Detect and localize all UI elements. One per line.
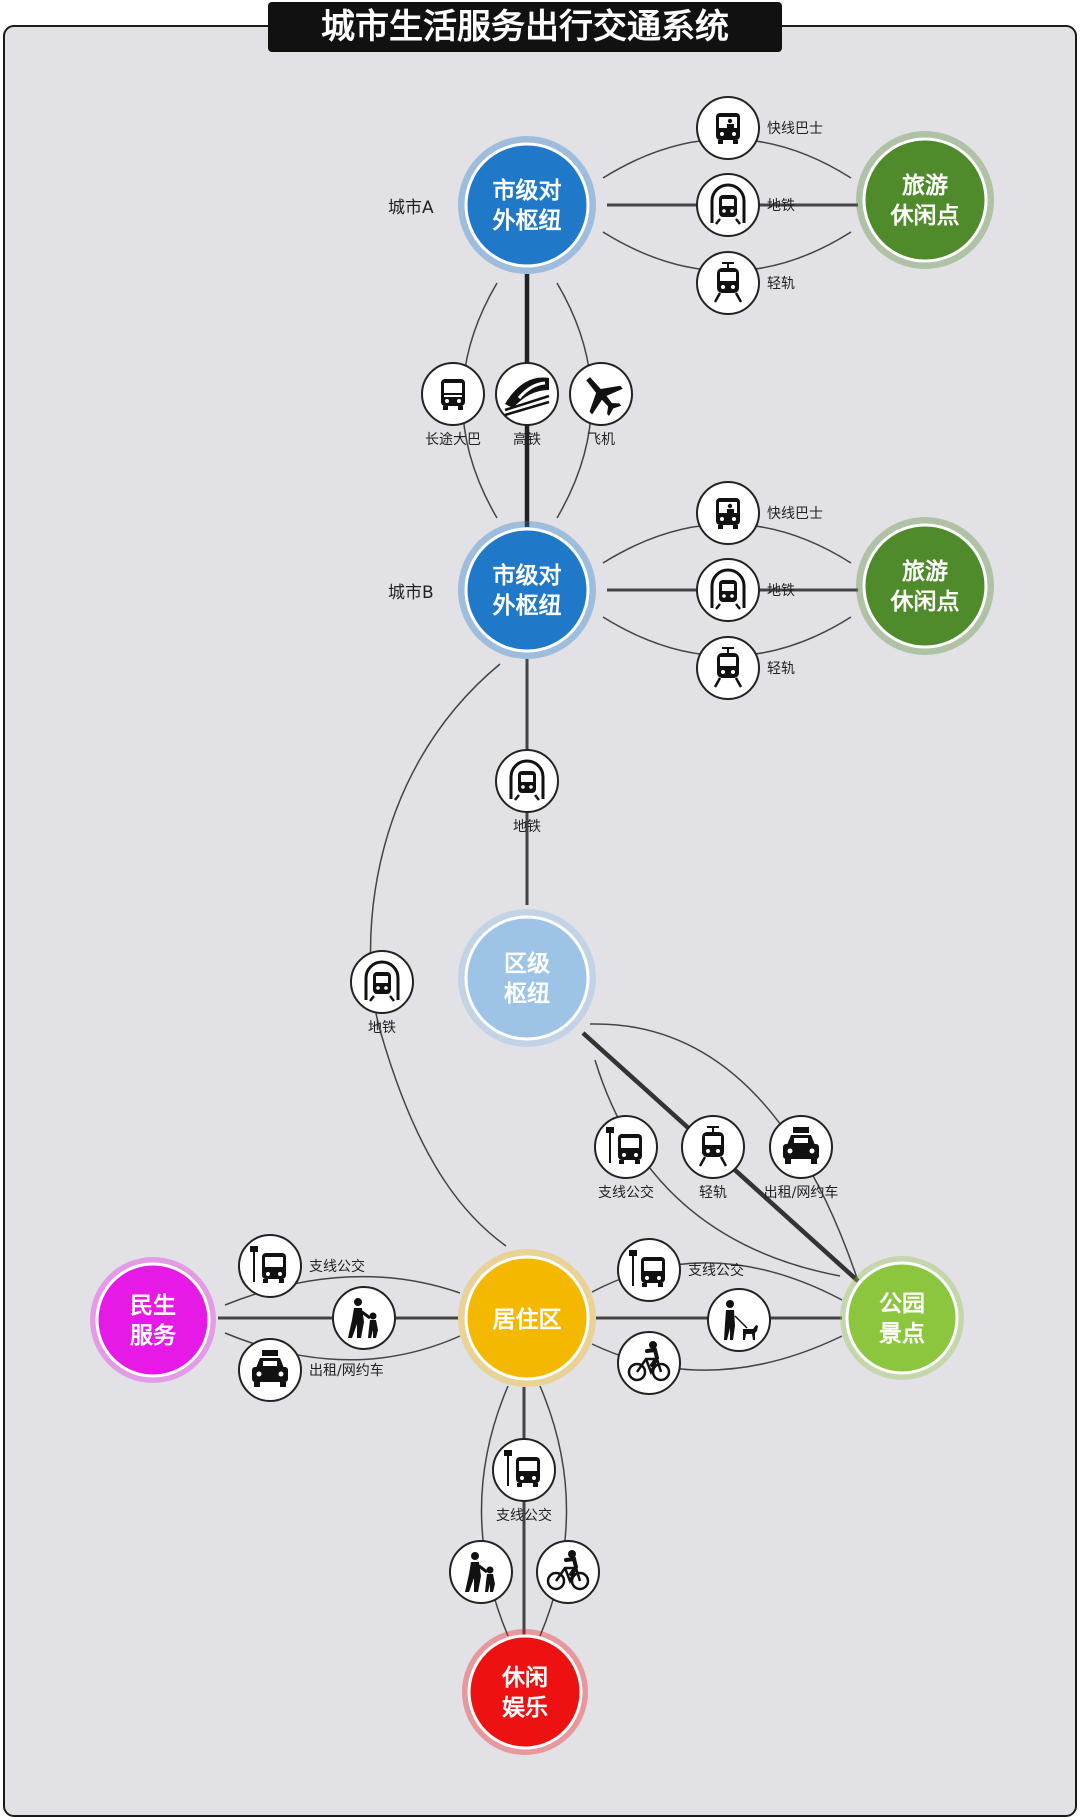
coach-bus-icon <box>441 379 465 410</box>
tourism-a-core <box>862 137 988 263</box>
node-tourism-b[interactable]: 旅游 休闲点 <box>856 517 994 655</box>
mode-label: 轻轨 <box>767 661 795 677</box>
mode-label: 地铁 <box>368 1020 396 1036</box>
mode-badge-walking-with-child[interactable] <box>449 1540 513 1604</box>
mode-badge-cycling[interactable] <box>536 1540 600 1604</box>
node-livelihood[interactable]: 民生 服务 <box>90 1257 216 1383</box>
page-title: 城市生活服务出行交通系统 <box>321 7 729 47</box>
node-residential[interactable]: 居住区 <box>458 1249 596 1387</box>
express-bus-icon <box>716 113 740 144</box>
node-district[interactable]: 区级 枢纽 <box>458 909 596 1047</box>
mode-badge-feeder-bus[interactable]: 支线公交 <box>594 1115 658 1201</box>
node-tourism-a[interactable]: 旅游 休闲点 <box>856 131 994 269</box>
district-core <box>464 915 590 1041</box>
hub-a-line1: 市级对 <box>493 177 562 204</box>
mode-label: 地铁 <box>767 198 795 214</box>
livelihood-line2: 服务 <box>130 1323 177 1349</box>
livelihood-line1: 民生 <box>130 1293 176 1319</box>
mode-disc <box>617 1331 681 1395</box>
mode-badge-taxi[interactable]: 出租/网约车 <box>238 1338 384 1402</box>
mode-label: 支线公交 <box>598 1184 654 1201</box>
district-line1: 区级 <box>504 950 550 977</box>
tourism-a-line2: 休闲点 <box>890 203 960 229</box>
mode-label: 出租/网约车 <box>309 1362 384 1379</box>
mode-badge-cycling[interactable] <box>617 1331 681 1395</box>
mode-badge-feeder-bus[interactable]: 支线公交 <box>492 1438 556 1524</box>
mode-label: 支线公交 <box>688 1262 744 1279</box>
mode-label: 支线公交 <box>496 1507 552 1524</box>
mode-label: 出租/网约车 <box>764 1184 839 1201</box>
livelihood-core <box>95 1262 211 1378</box>
tourism-b-line1: 旅游 <box>902 558 948 585</box>
city-b-label: 城市B <box>388 583 434 603</box>
mode-badge-light-rail[interactable]: 轻轨 <box>696 636 795 700</box>
mode-badge-light-rail[interactable]: 轻轨 <box>696 251 795 315</box>
mode-badge-subway[interactable]: 地铁 <box>696 173 795 237</box>
mode-label: 地铁 <box>513 819 541 835</box>
mode-badge-subway[interactable]: 地铁 <box>495 749 559 835</box>
transport-modes: 快线巴士地铁轻轨长途大巴高铁飞机快线巴士地铁轻轨地铁地铁支线公交轻轨出租/网约车… <box>238 96 839 1604</box>
tourism-b-core <box>862 523 988 649</box>
park-line1: 公园 <box>879 1291 925 1317</box>
mode-badge-dog-walking[interactable] <box>707 1288 771 1352</box>
mode-badge-taxi[interactable]: 出租/网约车 <box>764 1115 839 1201</box>
district-line2: 枢纽 <box>504 980 550 1007</box>
mode-label: 支线公交 <box>309 1258 365 1275</box>
mode-label: 长途大巴 <box>425 431 481 448</box>
mode-badge-subway[interactable]: 地铁 <box>350 950 414 1036</box>
park-line2: 景点 <box>879 1321 925 1347</box>
mode-badge-subway[interactable]: 地铁 <box>696 558 795 622</box>
tourism-b-line2: 休闲点 <box>890 589 960 615</box>
leisure-line1: 休闲 <box>501 1665 548 1691</box>
park-core <box>845 1261 959 1375</box>
mode-badge-express-bus[interactable]: 快线巴士 <box>696 481 823 545</box>
residential-core <box>464 1255 590 1381</box>
mode-label: 快线巴士 <box>767 506 823 522</box>
mode-label: 飞机 <box>587 432 615 448</box>
hub-a-core <box>464 142 590 268</box>
mode-badge-feeder-bus[interactable]: 支线公交 <box>617 1238 744 1302</box>
tourism-a-line1: 旅游 <box>902 172 948 199</box>
hub-b-line2: 外枢纽 <box>493 592 562 619</box>
mode-badge-walking-with-child[interactable] <box>332 1286 396 1350</box>
mode-badge-express-bus[interactable]: 快线巴士 <box>696 96 823 160</box>
residential-line1: 居住区 <box>493 1306 562 1333</box>
mode-disc <box>449 1540 513 1604</box>
mode-label: 快线巴士 <box>767 121 823 137</box>
node-hub-b[interactable]: 市级对 外枢纽 <box>458 521 596 659</box>
mode-disc <box>536 1540 600 1604</box>
leisure-core <box>467 1634 583 1750</box>
mode-label: 轻轨 <box>767 276 795 292</box>
mode-label: 地铁 <box>767 583 795 599</box>
mode-badge-coach-bus[interactable]: 长途大巴 <box>421 362 485 448</box>
express-bus-icon <box>716 498 740 529</box>
mode-label: 高铁 <box>513 431 541 448</box>
mode-badge-high-speed-rail[interactable]: 高铁 <box>495 362 559 448</box>
mode-badge-feeder-bus[interactable]: 支线公交 <box>238 1234 365 1298</box>
mode-label: 轻轨 <box>699 1185 727 1201</box>
node-leisure[interactable]: 休闲 娱乐 <box>462 1629 588 1755</box>
mode-badge-airplane[interactable]: 飞机 <box>569 362 633 448</box>
leisure-line2: 娱乐 <box>502 1695 548 1721</box>
mode-disc <box>332 1286 396 1350</box>
city-a-label: 城市A <box>388 198 434 218</box>
node-hub-a[interactable]: 市级对 外枢纽 <box>458 136 596 274</box>
mode-badge-light-rail[interactable]: 轻轨 <box>681 1115 745 1201</box>
hub-a-line2: 外枢纽 <box>493 207 562 234</box>
node-park[interactable]: 公园 景点 <box>840 1256 964 1380</box>
hub-b-line1: 市级对 <box>493 562 562 589</box>
title-banner: 城市生活服务出行交通系统 <box>268 2 782 52</box>
hub-b-core <box>464 527 590 653</box>
